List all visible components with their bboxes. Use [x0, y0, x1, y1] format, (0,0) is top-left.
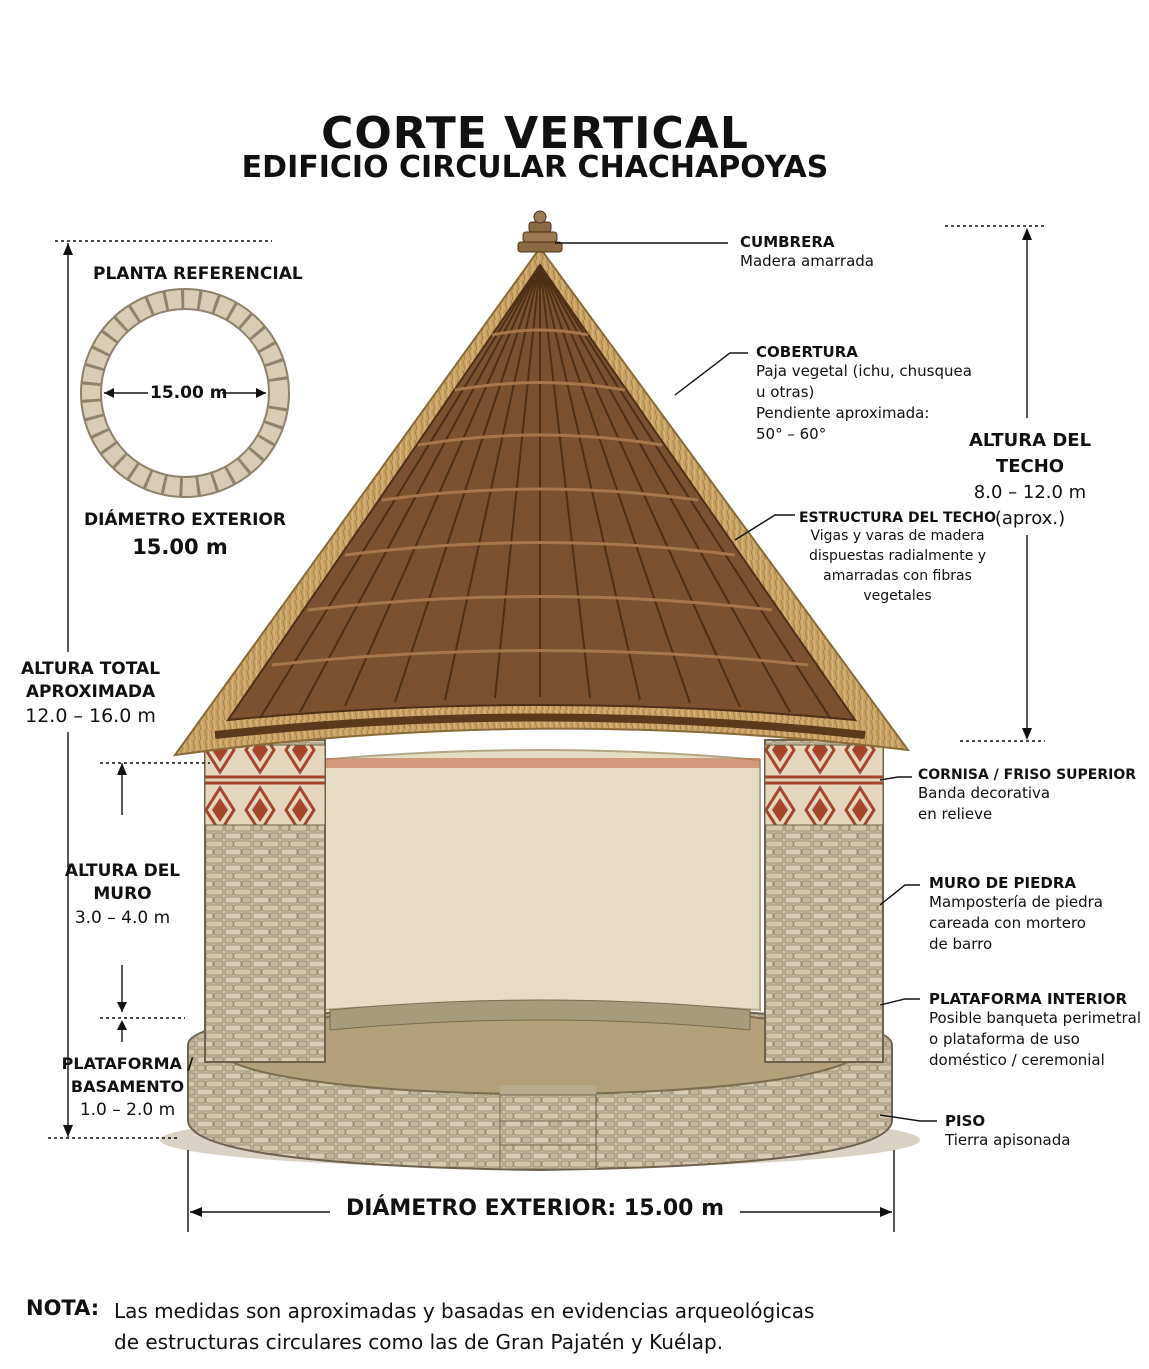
callout-muro-piedra: MURO DE PIEDRA Mampostería de piedra car…	[929, 874, 1103, 953]
base-platform	[187, 1003, 893, 1172]
page-subtitle: EDIFICIO CIRCULAR CHACHAPOYAS	[241, 150, 829, 185]
callout-cobertura: COBERTURA Paja vegetal (ichu, chusquea u…	[756, 343, 972, 443]
callout-estructura-techo: ESTRUCTURA DEL TECHO Vigas y varas de ma…	[798, 510, 996, 604]
callout-cumbrera: CUMBRERA Madera amarrada	[740, 233, 874, 270]
platform-height-dimension: PLATAFORMA / BASAMENTO 1.0 – 2.0 m	[61, 1054, 194, 1120]
interior-wall	[319, 749, 761, 1012]
bottom-diameter-label: DIÁMETRO EXTERIOR: 15.00 m	[330, 1196, 740, 1221]
roof-finial	[517, 210, 563, 253]
note-text: Las medidas son aproximadas y basadas en…	[114, 1299, 815, 1354]
plan-diameter-label: 15.00 m	[150, 383, 228, 403]
plan-heading: PLANTA REFERENCIAL	[93, 264, 303, 284]
callout-cornisa: CORNISA / FRISO SUPERIOR Banda decorativ…	[918, 767, 1137, 823]
wall-height-dimension: ALTURA DEL MURO 3.0 – 4.0 m	[64, 861, 181, 928]
plan-diameter-caption: DIÁMETRO EXTERIOR	[83, 510, 287, 530]
callout-piso: PISO Tierra apisonada	[945, 1112, 1071, 1149]
roof	[172, 210, 911, 757]
total-height-dimension: ALTURA TOTAL APROXIMADA 12.0 – 16.0 m	[20, 659, 161, 727]
note-label: NOTA:	[26, 1296, 100, 1320]
right-stone-wall	[764, 739, 884, 1063]
leader-lines	[555, 242, 937, 1122]
right-dimension-lines	[945, 225, 1045, 742]
callout-plataforma-interior: PLATAFORMA INTERIOR Posible banqueta per…	[929, 990, 1142, 1069]
plan-ring	[80, 288, 290, 498]
left-stone-wall	[204, 739, 326, 1063]
roof-height-dimension: ALTURA DEL TECHO 8.0 – 12.0 m (aprox.)	[968, 430, 1092, 529]
page-title: CORTE VERTICAL	[321, 108, 749, 159]
plan-diameter-value: 15.00 m	[132, 535, 228, 559]
